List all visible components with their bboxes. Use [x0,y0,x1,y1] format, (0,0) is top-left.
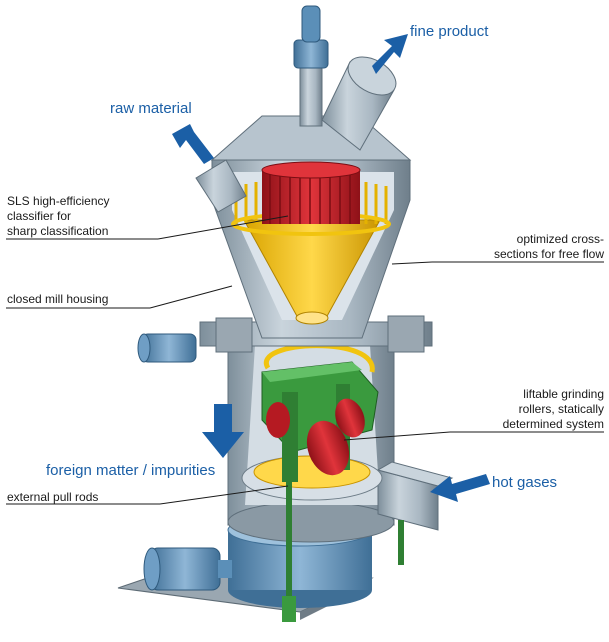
separator-housing [211,159,411,339]
fine-product-label: fine product [410,23,489,40]
hot-gas-inlet-duct [376,461,454,531]
housing-label: closed mill housing [7,292,109,306]
flow-arrows [172,34,490,502]
hot-gases-label: hot gases [492,474,558,491]
foreign-matter-label: foreign matter / impurities [46,462,216,479]
raw-material-chute [195,159,247,213]
raw-material-arrow [172,124,214,164]
leader-lines [6,215,604,505]
cross-section-label-line2: sections for free flow [493,247,604,261]
classifier-label-line2: classifier for [7,209,72,223]
foreign-matter-arrow [202,404,244,458]
grinding-rollers [266,398,365,476]
side-motor [137,333,197,363]
rollers-label-line3: determined system [502,417,604,431]
drive-motor [143,547,232,591]
rollers-label-line1: liftable grinding [523,387,604,401]
classifier-label-line3: sharp classification [7,224,109,238]
rollers-label-line2: rollers, statically [518,402,604,416]
grinding-table [241,455,383,501]
cross-section-label-line1: optimized cross- [516,232,604,246]
fine-product-arrow [372,34,408,74]
classifier-label-line1: SLS high-efficiency [7,194,110,208]
pull-rods [282,470,404,622]
hot-gases-arrow [430,474,490,502]
product-outlet-duct [321,56,397,151]
raw-material-label: raw material [110,100,192,117]
pull-rods-label: external pull rods [7,490,99,504]
